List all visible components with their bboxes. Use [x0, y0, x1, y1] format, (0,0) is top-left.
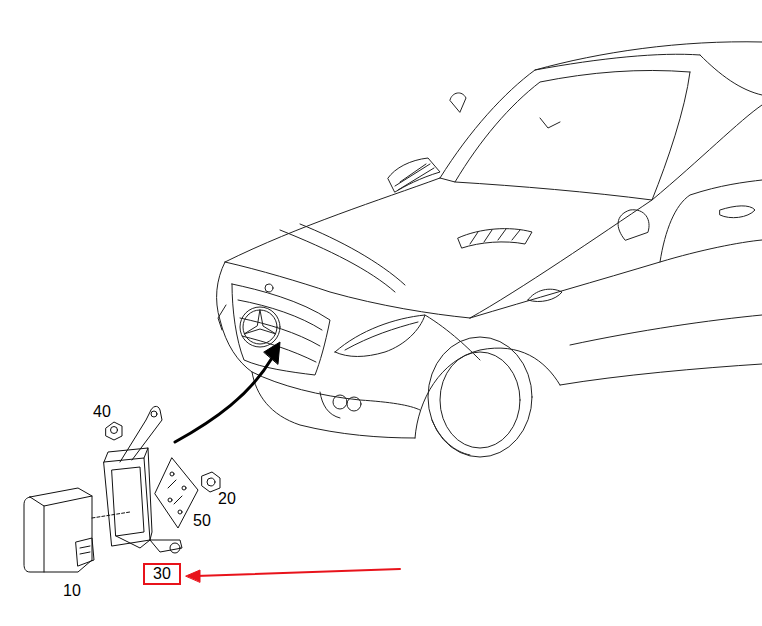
- callout-number: 10: [63, 582, 81, 600]
- radar-parts: [24, 406, 220, 572]
- mounting-arrow: [175, 342, 280, 442]
- car-body: [217, 42, 762, 457]
- highlight-arrow: [186, 569, 400, 582]
- highlight-box: 30: [143, 563, 181, 585]
- callout-number: 40: [93, 403, 111, 421]
- callout-number: 50: [193, 512, 211, 530]
- callout-number: 20: [218, 490, 236, 508]
- callout-number: 30: [153, 565, 171, 583]
